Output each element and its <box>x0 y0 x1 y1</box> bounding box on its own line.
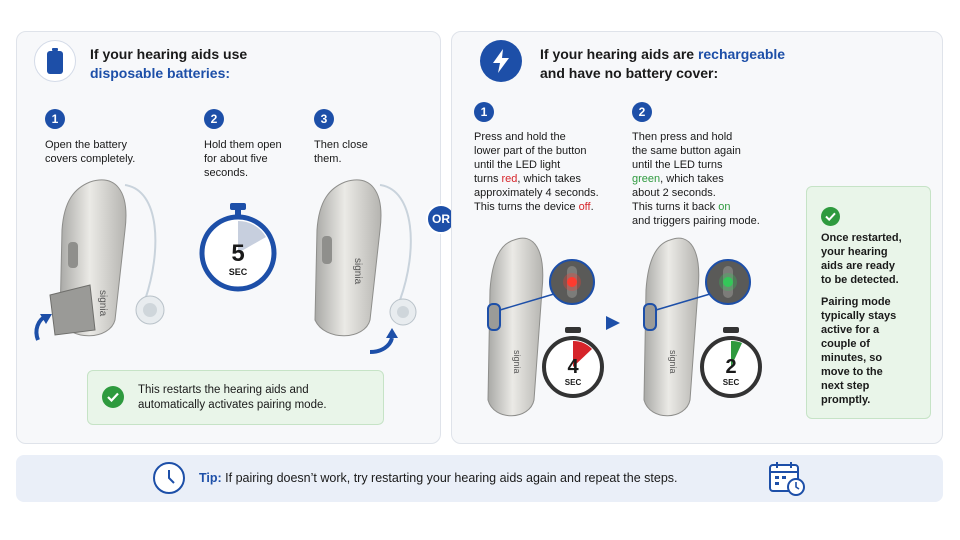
svg-text:SEC: SEC <box>229 267 248 277</box>
lightning-icon <box>480 40 522 82</box>
check-icon <box>821 207 840 226</box>
check-icon <box>102 386 124 408</box>
hearing-aid-closed: signia <box>314 179 417 354</box>
step-2-text: Hold them open for about five seconds. <box>204 139 282 179</box>
rechargeable-title: If your hearing aids are rechargeable an… <box>540 46 786 81</box>
side-note-para1: Once restarted, your hearing aids are re… <box>821 232 902 286</box>
recharge-step-number-2: 2 <box>632 102 652 122</box>
stopwatch-icon: 2 SEC <box>700 327 762 398</box>
battery-icon <box>34 40 76 82</box>
step-3-text: Then close them. <box>314 139 368 165</box>
hearing-aid-red-led: signia <box>487 237 595 417</box>
tip-text: Tip: If pairing doesn’t work, try restar… <box>199 471 678 485</box>
stopwatch-icon: 4 SEC <box>542 327 604 398</box>
recharge-step-1-text: Press and hold the lower part of the but… <box>474 131 599 213</box>
arrow-right-icon <box>606 316 620 330</box>
svg-text:5: 5 <box>231 240 244 267</box>
svg-text:signia: signia <box>668 350 678 374</box>
svg-text:signia: signia <box>352 258 363 285</box>
step-number-1: 1 <box>45 109 65 129</box>
recharge-step-number-1: 1 <box>474 102 494 122</box>
calendar-clock-icon <box>769 462 805 496</box>
hearing-aid-green-led: signia <box>643 237 751 417</box>
side-note-para2: Pairing mode typically stays active for … <box>821 296 897 406</box>
svg-text:signia: signia <box>97 290 108 317</box>
svg-text:2: 2 <box>725 356 736 378</box>
step-number-2: 2 <box>204 109 224 129</box>
svg-text:SEC: SEC <box>565 378 582 387</box>
clock-icon <box>153 462 185 494</box>
pairing-note-box <box>87 370 384 425</box>
hearing-aid-open-cover: signia <box>34 179 165 341</box>
stopwatch-icon: 5 SEC <box>199 203 277 292</box>
svg-text:SEC: SEC <box>723 378 740 387</box>
recharge-step-2-text: Then press and hold the same button agai… <box>632 131 760 227</box>
step-number-3: 3 <box>314 109 334 129</box>
svg-text:signia: signia <box>512 350 522 374</box>
svg-text:4: 4 <box>567 356 579 378</box>
step-1-text: Open the battery covers completely. <box>45 139 136 165</box>
pairing-note-text: This restarts the hearing aids and autom… <box>138 384 327 411</box>
disposable-title: If your hearing aids use disposable batt… <box>90 46 248 81</box>
